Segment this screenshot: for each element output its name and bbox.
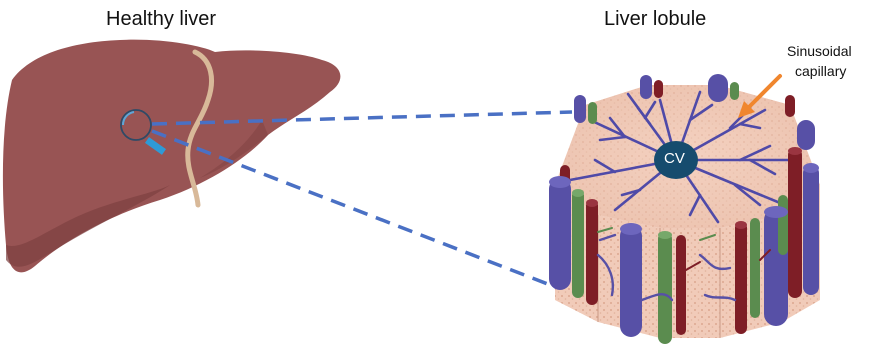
sinusoidal-label-line1: Sinusoidal	[787, 42, 852, 61]
liver-organ-icon	[3, 40, 341, 273]
sinusoidal-label-line2: capillary	[795, 62, 846, 81]
liver-lobule-label: Liver lobule	[604, 8, 706, 31]
central-vein-label: CV	[664, 150, 685, 167]
healthy-liver-label: Healthy liver	[106, 8, 216, 31]
liver-lobule-icon	[549, 74, 820, 344]
